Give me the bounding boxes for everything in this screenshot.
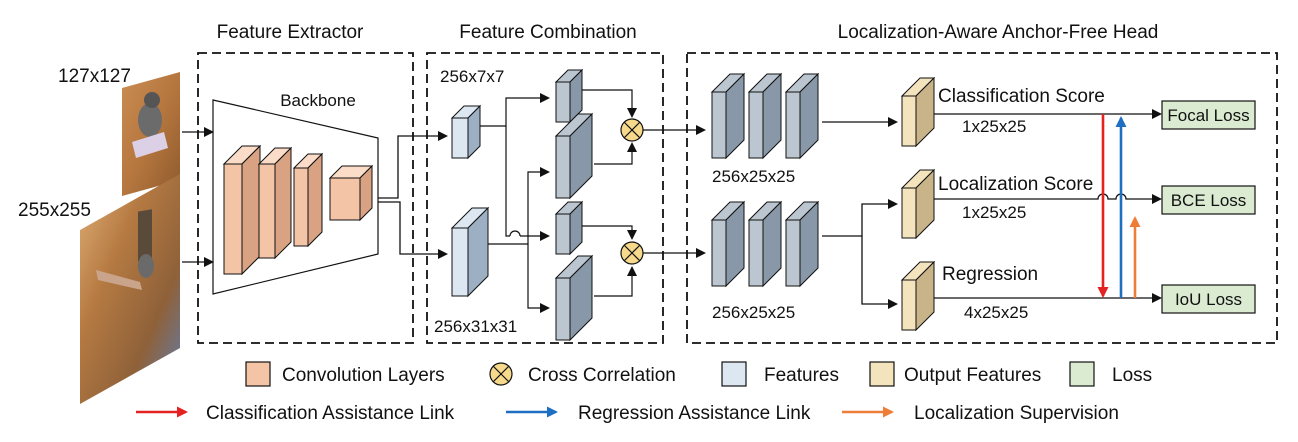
search-size-label: 255x255 (18, 200, 91, 221)
search-to-branch2 (488, 167, 550, 245)
template-down-link (505, 126, 510, 237)
legend-output-swatch (869, 361, 895, 387)
branch2-feature-block (554, 112, 594, 200)
conv-layer-3 (292, 152, 324, 248)
backbone-label: Backbone (280, 91, 356, 110)
legend-cls-link-label: Classification Assistance Link (206, 403, 455, 424)
extractor-out-lower (378, 201, 414, 255)
upper-head-block-1 (710, 72, 746, 160)
lower-to-reg-arrow (861, 236, 898, 309)
classification-output-block (900, 76, 936, 148)
branch1-to-xcorr (582, 89, 637, 118)
backbone-trapezoid (212, 99, 379, 295)
lower-head-feature-size: 256x25x25 (712, 303, 795, 322)
branch4-to-xcorr (594, 266, 637, 297)
regression-size: 4x25x25 (964, 303, 1028, 322)
template-feature-block (450, 104, 482, 160)
localization-score-label: Localization Score (938, 174, 1093, 195)
extractor-out-upper (378, 135, 414, 199)
template-image (122, 72, 180, 196)
bce-loss-box (1161, 185, 1256, 215)
iou-loss-label: IoU Loss (1175, 290, 1242, 309)
feature-extractor-title: Feature Extractor (217, 22, 364, 43)
legend-output-label: Output Features (904, 365, 1041, 386)
search-image (80, 174, 180, 404)
upper-head-block-3 (784, 72, 820, 160)
head-title: Localization-Aware Anchor-Free Head (838, 22, 1159, 43)
localization-score-size: 1x25x25 (962, 203, 1026, 222)
legend-features-label: Features (764, 365, 839, 386)
localization-output-block (900, 168, 936, 240)
classification-score-label: Classification Score (938, 86, 1105, 107)
feature-combination-box (426, 52, 664, 344)
head-box (686, 52, 1278, 344)
legend-loss-label: Loss (1112, 365, 1152, 386)
lower-head-block-1 (710, 200, 746, 288)
upper-head-block-2 (747, 72, 783, 160)
loc-to-bce-arrow (934, 193, 1162, 204)
upper-head-feature-size: 256x25x25 (712, 167, 795, 186)
template-size-label: 127x127 (58, 66, 131, 87)
combination-feature-blocks (450, 68, 594, 342)
classification-score-size: 1x25x25 (962, 117, 1026, 136)
legend-conv-label: Convolution Layers (282, 365, 445, 386)
search-feature-size: 256x31x31 (434, 317, 517, 336)
regression-output-block (900, 260, 936, 332)
branch3-feature-block (554, 200, 584, 256)
legend-loc-sup-label: Localization Supervision (914, 403, 1119, 424)
cross-correlation-lower (620, 241, 644, 265)
conv-layer-1 (222, 144, 262, 276)
legend-loss-swatch (1069, 361, 1095, 387)
lower-to-loc-arrow (822, 199, 898, 237)
lower-head-block-2 (747, 200, 783, 288)
search-feature-block (450, 206, 490, 298)
legend-features-swatch (721, 361, 747, 387)
branch1-feature-block (554, 68, 584, 124)
feature-combination-title: Feature Combination (459, 22, 636, 43)
focal-loss-box (1161, 100, 1256, 130)
line-hop (509, 230, 521, 237)
template-feature-size: 256x7x7 (440, 67, 504, 86)
conv-layer-4 (328, 164, 374, 222)
legend: Convolution Layers Cross Correlation Fea… (136, 361, 1152, 424)
convolution-layers (222, 144, 374, 276)
regression-label: Regression (942, 264, 1038, 285)
cross-correlation-upper (620, 118, 644, 142)
iou-loss-box (1161, 284, 1256, 314)
legend-xcorr-icon (489, 362, 513, 386)
conv-layer-2 (257, 146, 293, 260)
legend-xcorr-label: Cross Correlation (528, 365, 676, 386)
branch3-to-xcorr (582, 225, 637, 240)
template-to-branch1 (480, 93, 550, 127)
focal-loss-label: Focal Loss (1167, 106, 1249, 125)
branch4-feature-block (554, 254, 594, 342)
legend-reg-link-label: Regression Assistance Link (578, 403, 811, 424)
branch2-to-xcorr (594, 142, 637, 165)
legend-conv-swatch (245, 361, 271, 387)
lower-head-block-3 (784, 200, 820, 288)
head-feature-blocks (710, 72, 936, 332)
search-to-branch4 (527, 244, 550, 313)
bce-loss-label: BCE Loss (1171, 191, 1247, 210)
